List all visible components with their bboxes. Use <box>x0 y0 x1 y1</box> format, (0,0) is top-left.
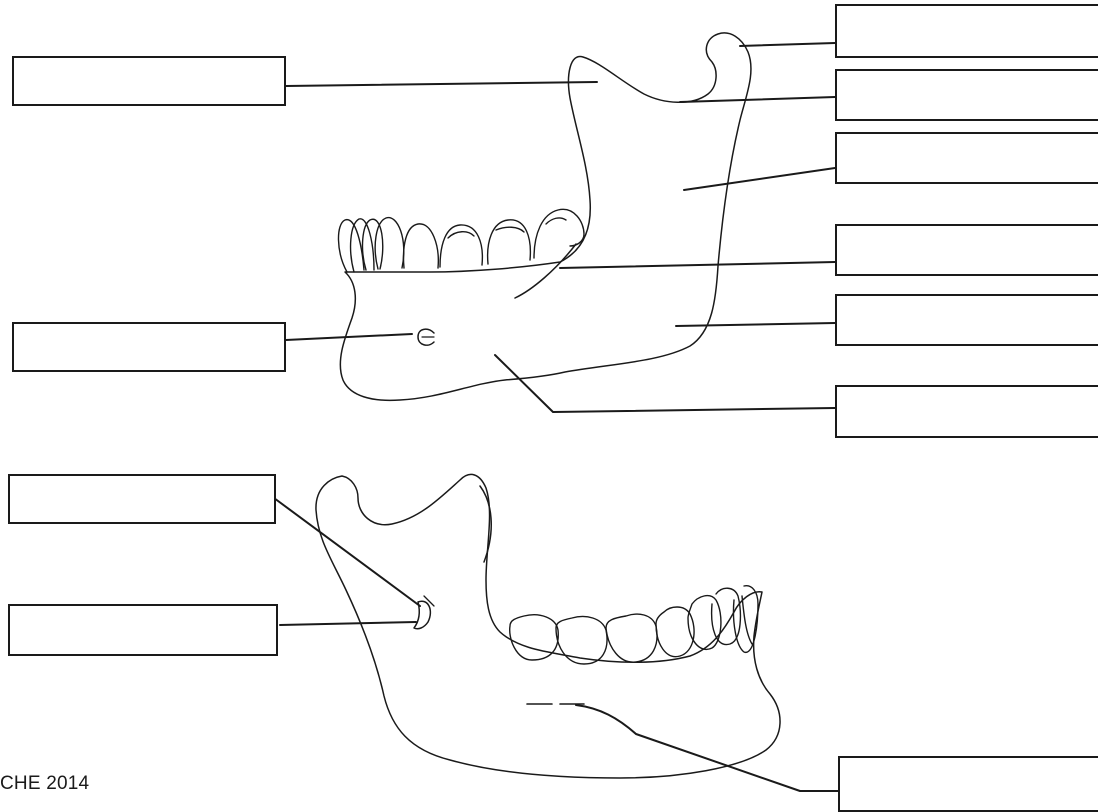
credit-text: CHE 2014 <box>0 773 89 795</box>
label-box-condyle[interactable] <box>835 4 1098 58</box>
leader-line-condyle <box>740 43 835 46</box>
lower-teeth <box>338 209 584 272</box>
label-box-ramus-upper[interactable] <box>835 69 1098 121</box>
leader-line-angle <box>676 323 835 326</box>
label-box-oblique-line[interactable] <box>835 224 1098 276</box>
label-box-coronoid[interactable] <box>12 56 286 106</box>
leader-line-mental-foramen <box>286 334 412 340</box>
label-box-ramus[interactable] <box>835 132 1098 184</box>
label-box-mandibular-foramen[interactable] <box>8 474 276 524</box>
leader-line-ramus <box>684 168 835 190</box>
lingula-mark <box>414 601 430 629</box>
leader-line-lingula <box>280 622 416 625</box>
mandible-medial-outline <box>316 474 780 778</box>
label-box-mental-foramen[interactable] <box>12 322 286 372</box>
mandible-medial-view <box>316 474 780 778</box>
leader-lines <box>274 43 840 791</box>
leader-line-mandibular-foramen <box>274 498 420 606</box>
label-box-angle[interactable] <box>835 294 1098 346</box>
label-box-mylohyoid[interactable] <box>838 756 1098 812</box>
leader-line-coronoid <box>286 82 597 86</box>
leader-line-oblique <box>560 262 835 268</box>
label-box-body[interactable] <box>835 385 1098 438</box>
leader-line-body <box>495 355 835 412</box>
oblique-line <box>515 244 576 298</box>
mandible-lateral-view <box>338 33 750 400</box>
label-box-lingula[interactable] <box>8 604 278 656</box>
